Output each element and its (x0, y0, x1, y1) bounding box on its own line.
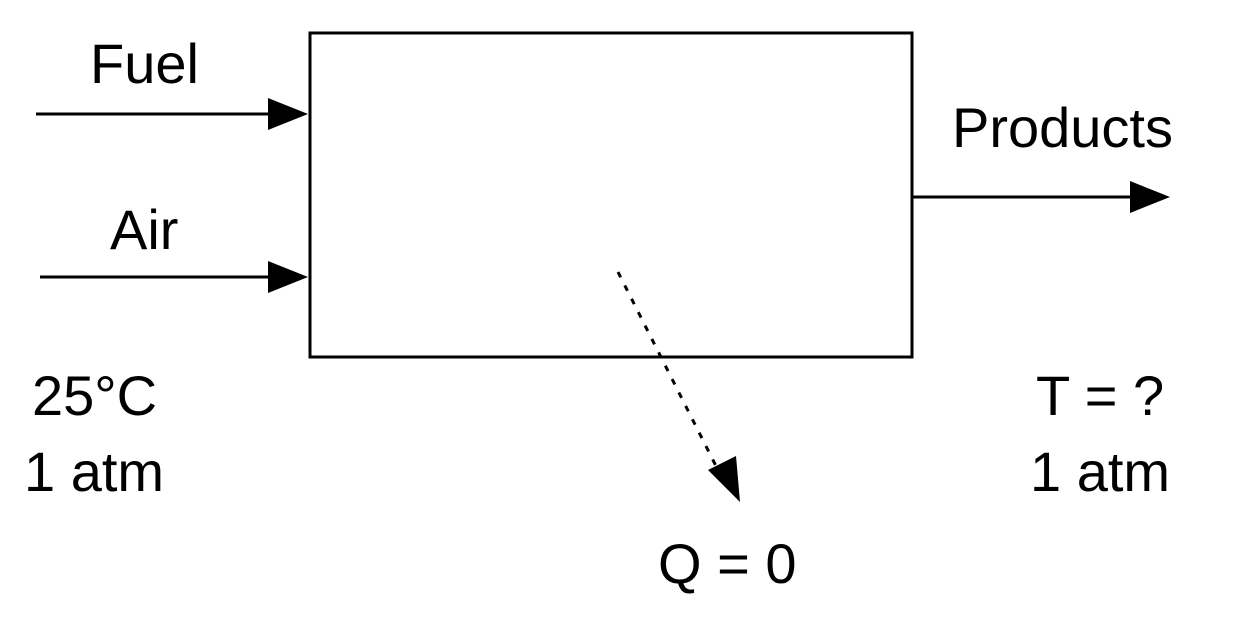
fuel-inlet-arrowhead (268, 98, 308, 130)
outlet-temperature-label: T = ? (1036, 364, 1165, 427)
heat-transfer-arrowhead (708, 456, 740, 502)
air-inlet-label: Air (110, 198, 179, 261)
inlet-pressure-label: 1 atm (24, 440, 165, 503)
products-outlet-label: Products (952, 96, 1173, 159)
air-inlet-arrowhead (268, 261, 308, 293)
outlet-pressure-label: 1 atm (1030, 440, 1171, 503)
combustion-chamber-box (308, 31, 914, 359)
heat-transfer-label: Q = 0 (658, 532, 797, 595)
products-outlet-arrowhead (1130, 181, 1170, 213)
fuel-inlet-label: Fuel (90, 32, 199, 95)
heat-transfer-dotted-line (616, 271, 718, 467)
inlet-temperature-label: 25°C (32, 364, 158, 427)
